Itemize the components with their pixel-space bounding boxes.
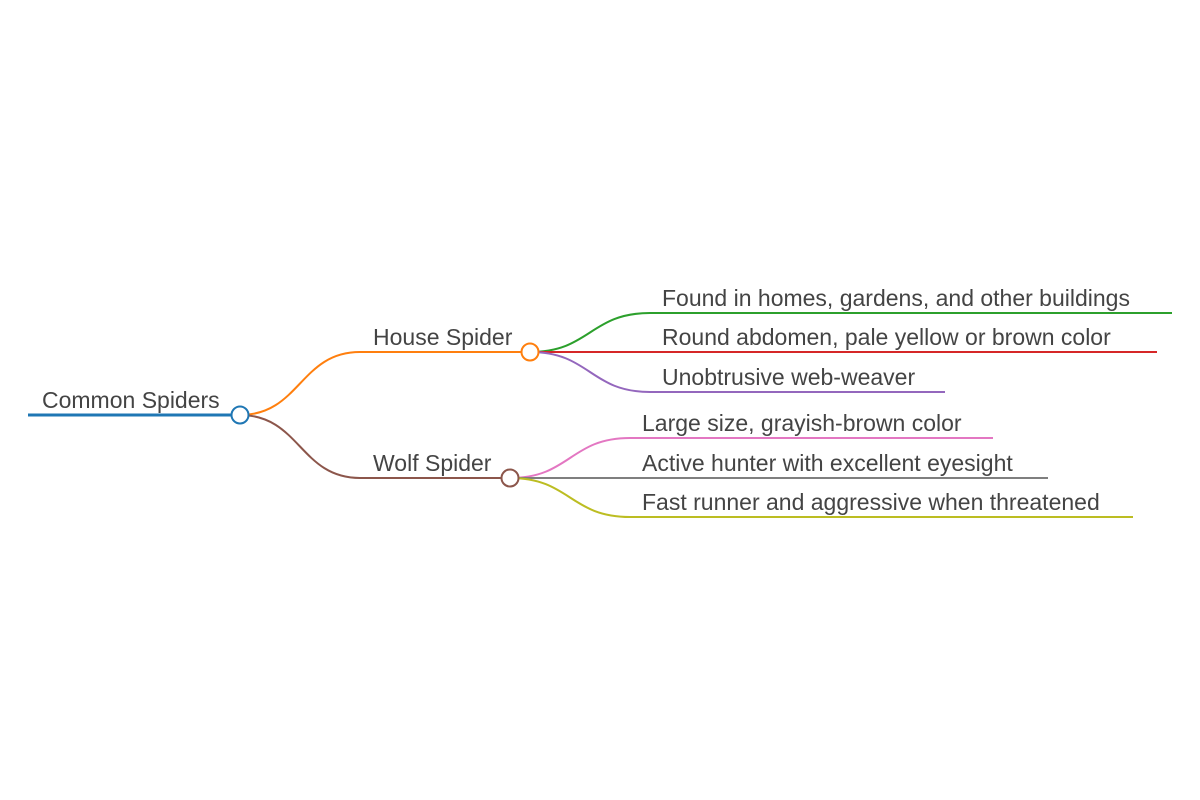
branch-wolf-spider[interactable]: Wolf Spider Large size, grayish-brown co… <box>239 410 1133 518</box>
leaf-link <box>529 351 945 393</box>
expand-collapse-toggle[interactable] <box>520 342 540 362</box>
leaf-label: Found in homes, gardens, and other build… <box>662 285 1130 311</box>
branch-link-wolf-spider <box>239 414 510 479</box>
leaf-link <box>509 437 993 479</box>
root-label: Common Spiders <box>42 387 220 413</box>
leaf-round-abdomen[interactable]: Round abdomen, pale yellow or brown colo… <box>529 324 1157 353</box>
leaf-found-in-homes[interactable]: Found in homes, gardens, and other build… <box>529 285 1172 353</box>
leaf-active-hunter[interactable]: Active hunter with excellent eyesight <box>510 450 1048 479</box>
branch-link-house-spider <box>239 351 530 416</box>
leaf-label: Fast runner and aggressive when threaten… <box>642 489 1100 515</box>
leaf-label: Active hunter with excellent eyesight <box>642 450 1013 476</box>
expand-collapse-toggle[interactable] <box>500 468 520 488</box>
branch-label-wolf-spider: Wolf Spider <box>373 450 492 476</box>
leaf-web-weaver[interactable]: Unobtrusive web-weaver <box>529 351 945 393</box>
leaf-link <box>509 477 1133 518</box>
leaf-label: Unobtrusive web-weaver <box>662 364 915 390</box>
root-expand-collapse-toggle[interactable] <box>230 405 250 425</box>
branch-house-spider[interactable]: House Spider Found in homes, gardens, an… <box>239 285 1172 416</box>
root-node[interactable]: Common Spiders <box>28 387 240 417</box>
branch-label-house-spider: House Spider <box>373 324 513 350</box>
leaf-fast-runner[interactable]: Fast runner and aggressive when threaten… <box>509 477 1133 518</box>
leaf-label: Large size, grayish-brown color <box>642 410 962 436</box>
leaf-large-size[interactable]: Large size, grayish-brown color <box>509 410 993 479</box>
leaf-label: Round abdomen, pale yellow or brown colo… <box>662 324 1111 350</box>
leaf-link <box>529 312 1172 353</box>
